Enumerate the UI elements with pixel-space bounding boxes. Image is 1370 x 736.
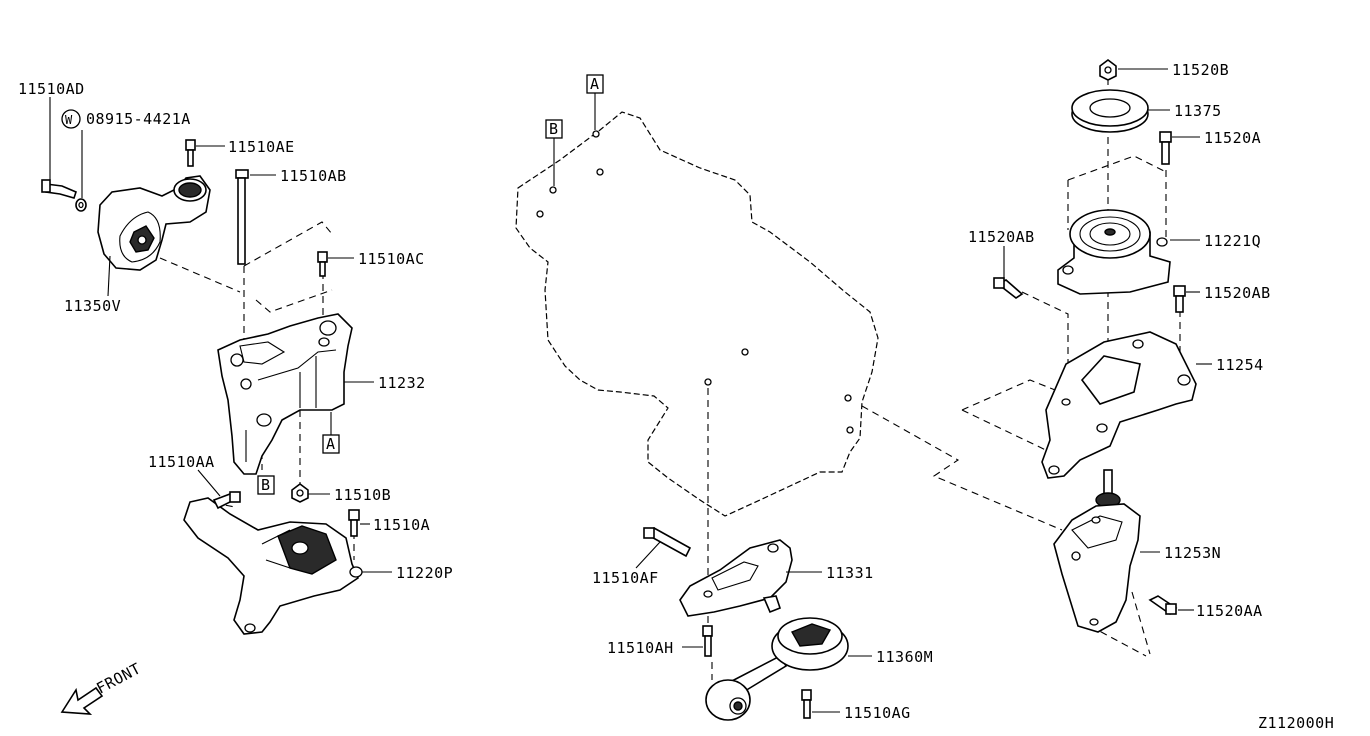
svg-text:A: A: [326, 435, 336, 453]
label-11253N: 11253N: [1164, 544, 1221, 562]
label-11510AH: 11510AH: [607, 639, 674, 657]
bolt-11510AE: [185, 139, 196, 167]
label-11510AE: 11510AE: [228, 138, 295, 156]
label-11520A: 11520A: [1204, 129, 1261, 147]
part-11232-bracket: [217, 313, 353, 475]
bolt-11510AB: [235, 169, 249, 265]
bolt-11510AD: [41, 179, 77, 199]
front-label: FRONT: [93, 659, 144, 697]
svg-text:A: A: [590, 75, 600, 93]
label-11220P: 11220P: [396, 564, 453, 582]
bolt-11520AB-left: [993, 277, 1024, 299]
svg-text:B: B: [549, 120, 559, 138]
washer-08915-4421A: [75, 198, 87, 212]
part-11253N-bracket: [1053, 469, 1141, 633]
part-11220P-mount: [183, 497, 363, 635]
label-11520AB-right: 11520AB: [1204, 284, 1271, 302]
engine-block-holes: [536, 130, 854, 434]
part-11375-washer: [1071, 89, 1149, 133]
label-11360M: 11360M: [876, 648, 933, 666]
part-11221Q-insulator: [1057, 209, 1171, 295]
label-11510AA: 11510AA: [148, 453, 215, 471]
label-11510AC: 11510AC: [358, 250, 425, 268]
label-11510B: 11510B: [334, 486, 391, 504]
ref-box-a-top: A: [586, 74, 604, 94]
engine-block-outline: [515, 111, 879, 517]
nut-11510B: [291, 483, 309, 503]
washer-symbol-icon: W: [61, 109, 81, 129]
part-11331-bracket: [679, 539, 793, 617]
bolt-11510AF: [643, 527, 692, 558]
nut-11520B: [1099, 59, 1117, 81]
label-11221Q: 11221Q: [1204, 232, 1261, 250]
bolt-11520A: [1159, 131, 1172, 165]
bolt-11510AG: [801, 689, 812, 719]
bolt-11510A: [348, 509, 360, 537]
svg-text:B: B: [261, 476, 271, 494]
diagram-code: Z112000H: [1258, 714, 1334, 732]
label-11520AB-left: 11520AB: [968, 228, 1035, 246]
label-11510AB: 11510AB: [280, 167, 347, 185]
bolt-11510AC: [317, 251, 328, 277]
label-11331: 11331: [826, 564, 874, 582]
bolt-11520AB-right: [1173, 285, 1186, 313]
bolt-11520AA: [1148, 595, 1178, 616]
label-11350V: 11350V: [64, 297, 121, 315]
label-11510AF: 11510AF: [592, 569, 659, 587]
label-11510A: 11510A: [373, 516, 430, 534]
front-arrow-icon: [60, 686, 104, 715]
label-11520B: 11520B: [1172, 61, 1229, 79]
bolt-11510AA: [212, 491, 241, 510]
ref-box-b-bracket: B: [257, 475, 275, 495]
label-11232: 11232: [378, 374, 426, 392]
bolt-11510AH: [702, 625, 713, 657]
label-11254: 11254: [1216, 356, 1264, 374]
ref-box-a-bracket: A: [322, 434, 340, 454]
label-11375: 11375: [1174, 102, 1222, 120]
leader-lines: [49, 68, 1212, 713]
label-11520AA: 11520AA: [1196, 602, 1263, 620]
label-08915-4421A: 08915-4421A: [86, 110, 191, 128]
ref-box-b-top: B: [545, 119, 563, 139]
part-11360M-torque-rod: [705, 617, 849, 721]
svg-text:W: W: [65, 113, 73, 127]
part-11254-bracket: [1041, 331, 1197, 479]
label-11510AG: 11510AG: [844, 704, 911, 722]
label-11510AD: 11510AD: [18, 80, 85, 98]
part-labels: 11510AD 08915-4421A 11510AE 11510AB 1151…: [18, 61, 1271, 722]
part-11350V-mount: [97, 175, 211, 271]
